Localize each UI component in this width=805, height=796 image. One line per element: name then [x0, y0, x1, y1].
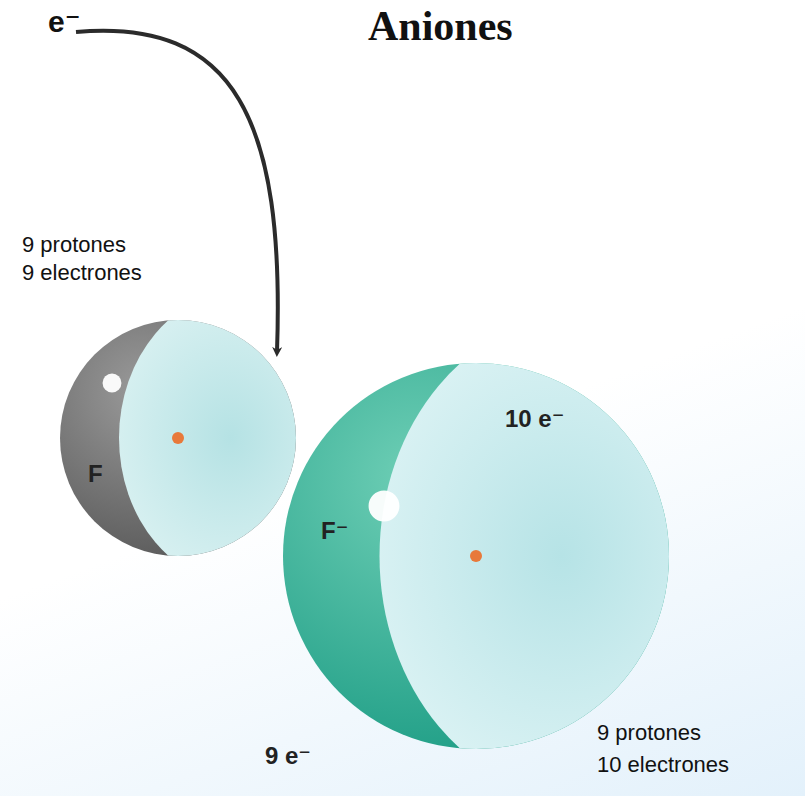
- electron-count-note: 10 electrones: [597, 752, 729, 778]
- proton-count: 9 protones: [597, 720, 701, 746]
- ion-symbol: F⁻: [321, 517, 348, 545]
- electron-count: 9 e⁻: [265, 742, 311, 770]
- sphere: 10 e⁻ F⁻: [283, 363, 669, 749]
- proton-count: 9 protones: [22, 232, 126, 258]
- electron-count-note: 9 electrones: [22, 260, 142, 286]
- atom-symbol: F: [88, 460, 103, 488]
- title: Aniones: [368, 2, 513, 50]
- sphere-outline: [283, 363, 669, 749]
- sphere-outline: [60, 320, 296, 556]
- sphere: 9 e⁻F: [60, 320, 296, 556]
- electron-count: 10 e⁻: [505, 405, 564, 433]
- curved-arrow: [76, 31, 278, 352]
- electron-symbol: e⁻: [48, 4, 81, 39]
